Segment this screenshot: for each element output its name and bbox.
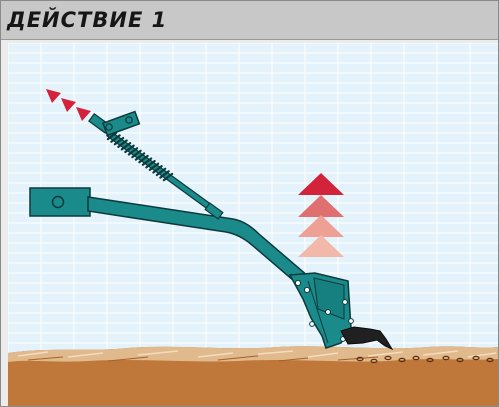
soil-ground [8, 346, 498, 406]
illustration-panel [8, 43, 498, 406]
soil-clods [356, 355, 494, 364]
top-adjuster [88, 110, 141, 137]
coil-spring [106, 131, 174, 182]
title-bar: ДЕЙСТВИЕ 1 [1, 1, 498, 40]
illustration [8, 43, 498, 406]
background-grid [8, 43, 498, 406]
diagram-title: ДЕЙСТВИЕ 1 [7, 8, 168, 32]
up-arrows-icon [298, 173, 344, 257]
mounting-bracket [29, 187, 91, 217]
down-arrows-icon [46, 89, 91, 121]
tine-shank [288, 272, 354, 349]
cultivator-blade [340, 326, 394, 351]
